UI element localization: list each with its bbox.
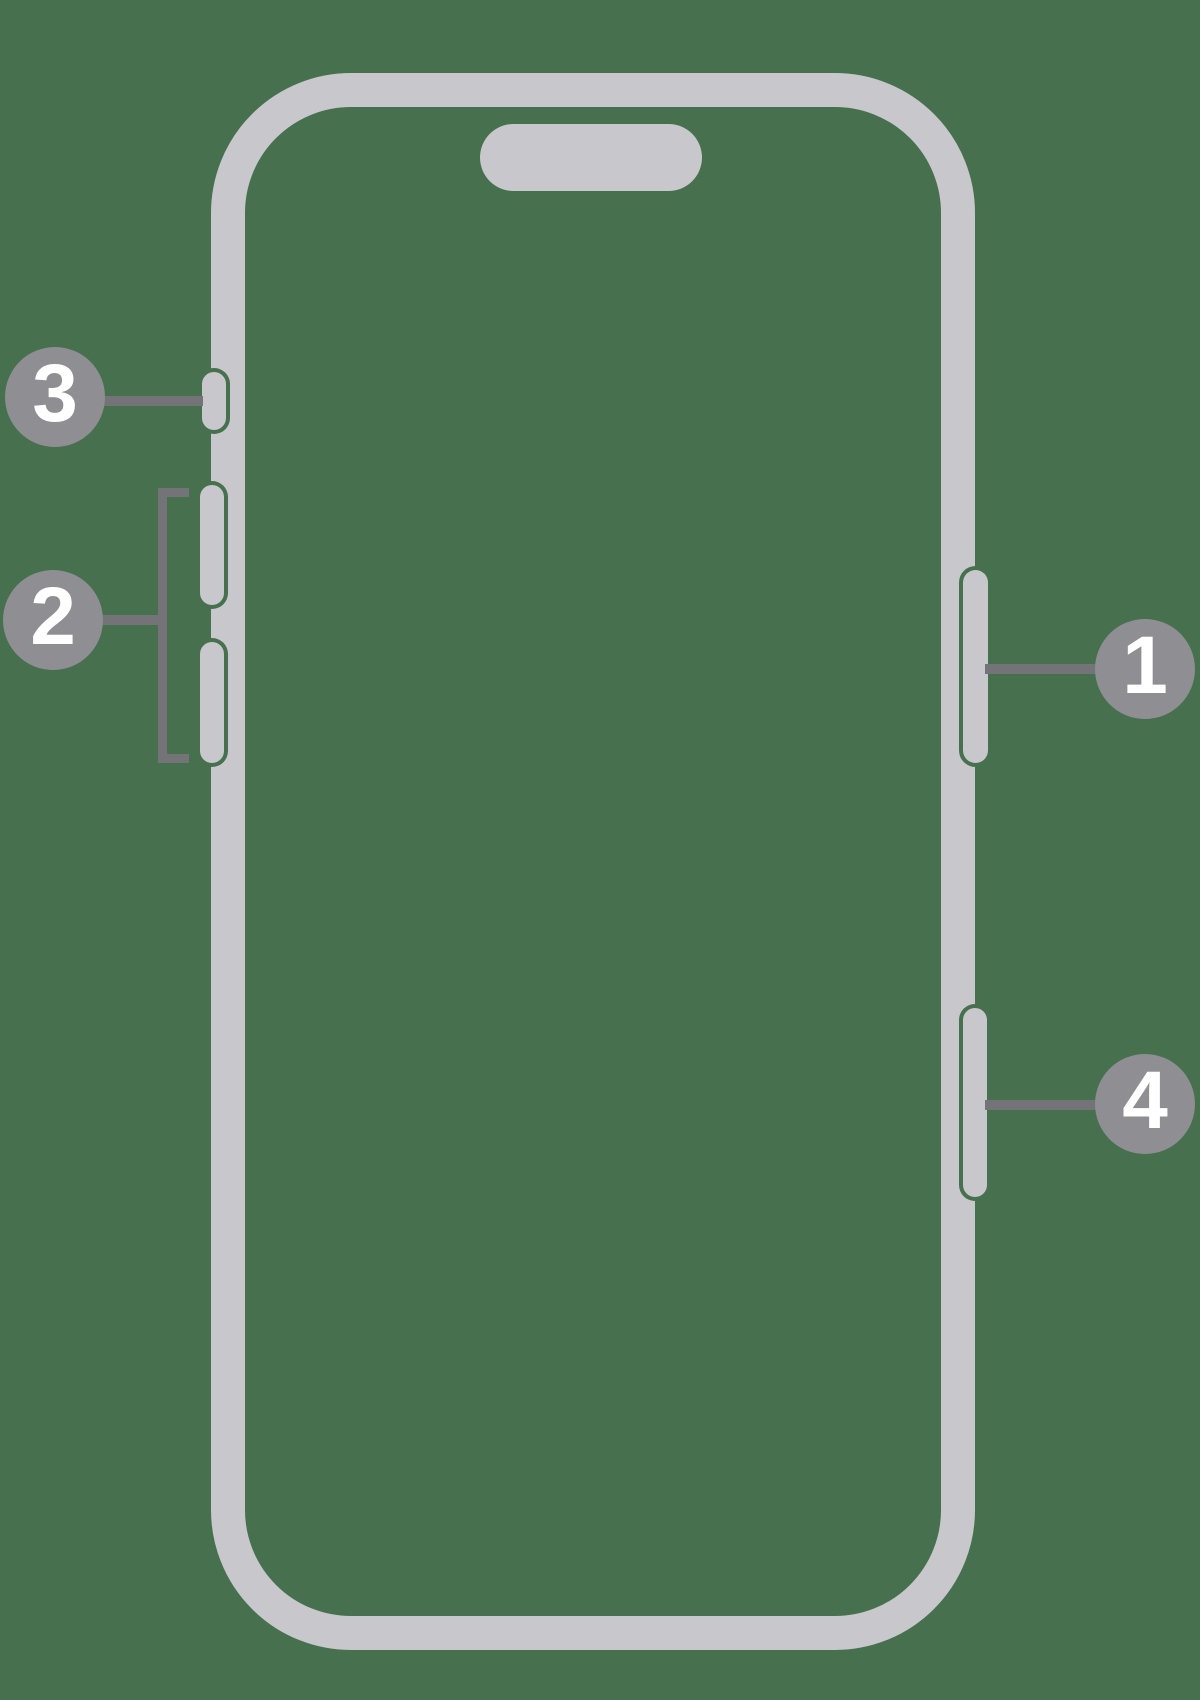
callout-3-circle: 3 — [5, 347, 105, 447]
callout-3-label: 3 — [32, 348, 78, 439]
volume-down-button — [200, 642, 224, 763]
volume-up-button — [200, 485, 224, 605]
callout-4-label: 4 — [1122, 1055, 1168, 1146]
action-button — [202, 372, 226, 430]
volume-bracket-bottom-arm — [158, 754, 189, 763]
volume-bracket-vertical — [158, 488, 167, 763]
leader-line-4 — [985, 1100, 1097, 1110]
leader-line-1 — [985, 664, 1097, 674]
callout-2-label: 2 — [30, 571, 76, 662]
iphone-outline — [211, 73, 975, 1650]
callout-4-circle: 4 — [1095, 1054, 1195, 1154]
callout-2-circle: 2 — [3, 570, 103, 670]
leader-line-3 — [100, 396, 203, 406]
leader-line-2 — [101, 615, 161, 625]
callout-1-circle: 1 — [1095, 619, 1195, 719]
dynamic-island-icon — [480, 124, 702, 191]
side-button — [963, 570, 988, 763]
volume-bracket-top-arm — [158, 488, 189, 497]
callout-1-label: 1 — [1122, 620, 1168, 711]
camera-control-button — [963, 1008, 987, 1197]
